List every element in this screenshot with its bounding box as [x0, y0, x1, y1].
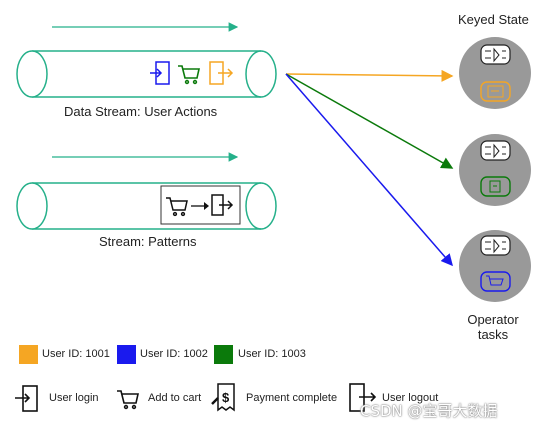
- arrow-to-orange-task: [285, 69, 454, 82]
- legend-action-cart: Add to cart: [148, 392, 202, 404]
- logout-icon: [209, 61, 234, 85]
- logout-icon: [211, 194, 234, 216]
- operator-task-1: [459, 37, 531, 109]
- legend-user-1002: User ID: 1002: [140, 348, 208, 360]
- pattern-stream-label: Stream: Patterns: [99, 234, 197, 249]
- keyed-state-title: Keyed State: [458, 12, 529, 27]
- watermark: CSDN @宝哥大数据: [360, 402, 498, 420]
- payment-icon: $: [211, 383, 235, 412]
- arrow-to-green-task: [285, 73, 454, 169]
- svg-text:$: $: [222, 390, 230, 405]
- cart-icon: [117, 390, 139, 410]
- pattern-box: [160, 185, 241, 225]
- operator-tasks-line2: tasks: [477, 327, 509, 342]
- operator-task-2: [459, 134, 531, 206]
- data-stream-label: Data Stream: User Actions: [64, 104, 218, 119]
- legend-swatch-1001: [19, 345, 38, 364]
- legend-user-1001: User ID: 1001: [42, 348, 110, 360]
- logout-icon: [349, 383, 377, 412]
- login-icon: [15, 385, 38, 412]
- cart-icon: [178, 65, 200, 85]
- legend-user-1003: User ID: 1003: [238, 348, 306, 360]
- login-icon: [150, 61, 170, 85]
- legend-action-logout: User logout: [382, 392, 439, 404]
- operator-tasks-line1: Operator: [467, 312, 519, 327]
- arrow-to-blue-task: [285, 73, 453, 267]
- legend-action-payment: Payment complete: [246, 392, 338, 404]
- operator-task-3: [459, 230, 531, 302]
- cart-icon: [166, 197, 188, 217]
- legend-swatch-1003: [214, 345, 233, 364]
- data-stream-pipe: [16, 50, 277, 98]
- operator-tasks-label: Operator tasks: [461, 312, 525, 342]
- pattern-stream-pipe: [16, 182, 277, 230]
- legend-swatch-1002: [117, 345, 136, 364]
- legend-action-login: User login: [49, 392, 99, 404]
